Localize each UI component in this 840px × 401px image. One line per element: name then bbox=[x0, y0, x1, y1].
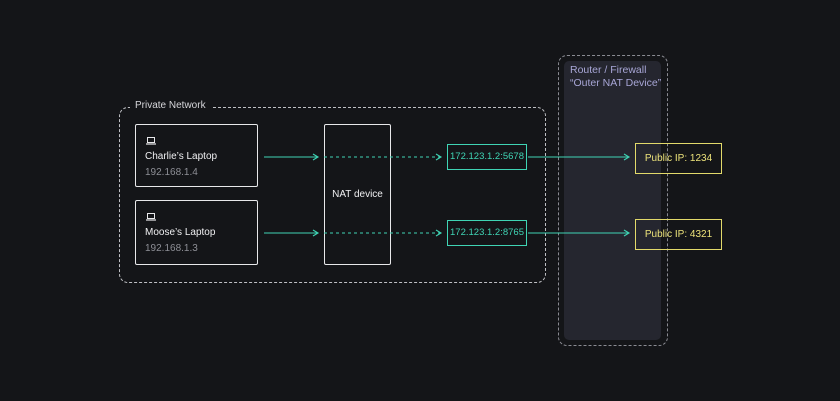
public-ip-1: Public IP: 1234 bbox=[635, 143, 722, 174]
public-ip-2: Public IP: 4321 bbox=[635, 219, 722, 250]
laptop-name: Moose’s Laptop bbox=[145, 227, 216, 238]
laptop-ip: 192.168.1.4 bbox=[145, 167, 198, 178]
laptop-ip: 192.168.1.3 bbox=[145, 243, 198, 254]
laptop-name: Charlie’s Laptop bbox=[145, 151, 218, 162]
router-firewall-title: Router / Firewall “Outer NAT Device” bbox=[570, 64, 665, 90]
moose-laptop-node: Moose’s Laptop 192.168.1.3 bbox=[135, 200, 258, 265]
private-network-boundary bbox=[119, 107, 546, 283]
router-title-line1: Router / Firewall bbox=[570, 64, 647, 76]
nat-device-node: NAT device bbox=[324, 124, 391, 265]
router-firewall-panel bbox=[564, 61, 661, 340]
router-firewall-boundary bbox=[558, 55, 668, 346]
laptop-icon bbox=[146, 137, 156, 145]
charlie-laptop-node: Charlie’s Laptop 192.168.1.4 bbox=[135, 124, 258, 187]
private-network-label: Private Network bbox=[130, 99, 211, 113]
laptop-icon bbox=[146, 213, 156, 221]
router-title-line2: “Outer NAT Device” bbox=[570, 77, 662, 89]
translated-address-1: 172.123.1.2:5678 bbox=[447, 144, 527, 170]
nat-device-label: NAT device bbox=[332, 189, 383, 200]
translated-address-2: 172.123.1.2:8765 bbox=[447, 220, 527, 246]
